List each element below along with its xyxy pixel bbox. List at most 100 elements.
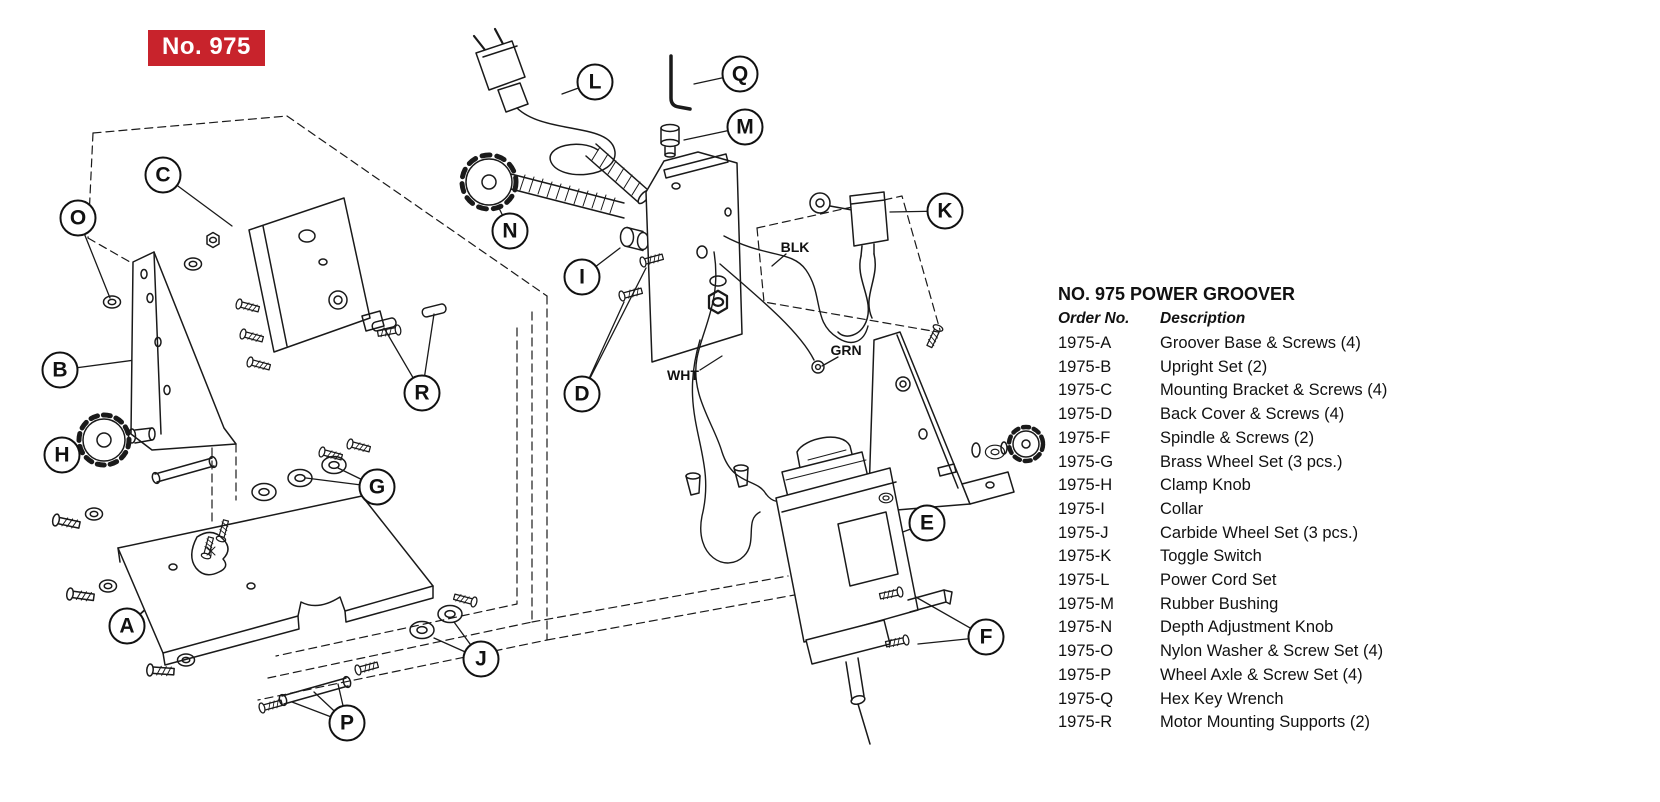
description: Back Cover & Screws (4): [1160, 405, 1345, 424]
clamp-knob: [76, 412, 156, 468]
parts-row: 1975-R Motor Mounting Supports (2): [1058, 711, 1498, 735]
order-no: 1975-P: [1058, 665, 1112, 684]
description: Upright Set (2): [1160, 357, 1268, 376]
description: Rubber Bushing: [1160, 594, 1279, 613]
toggle-switch: [809, 191, 889, 337]
callout-E: E: [908, 504, 946, 542]
wire-label-grn: GRN: [830, 342, 862, 358]
model-number-badge: No. 975: [148, 30, 265, 66]
parts-row: 1975-B Upright Set (2): [1058, 356, 1498, 380]
power-cord: [472, 27, 661, 219]
parts-row: 1975-K Toggle Switch: [1058, 545, 1498, 569]
callout-F: F: [967, 618, 1005, 656]
assembly-guide-lines: [87, 115, 941, 701]
parts-row: 1975-D Back Cover & Screws (4): [1058, 403, 1498, 427]
description: Wheel Axle & Screw Set (4): [1160, 665, 1363, 684]
upright: [130, 251, 237, 451]
parts-row: 1975-M Rubber Bushing: [1058, 593, 1498, 617]
description: Toggle Switch: [1160, 547, 1262, 566]
order-no: 1975-N: [1058, 618, 1113, 637]
wire-label-wht: WHT: [667, 367, 699, 383]
nylon-washers: [102, 295, 122, 309]
description: Spindle & Screws (2): [1160, 428, 1315, 447]
callout-Q: Q: [721, 55, 759, 93]
brass-wheel-set: [251, 437, 372, 502]
order-no: 1975-R: [1058, 713, 1113, 732]
spindle-and-screws: [878, 585, 953, 650]
order-no: 1975-M: [1058, 594, 1114, 613]
right-bracket: [868, 322, 1046, 512]
description: Clamp Knob: [1160, 476, 1251, 495]
description: Hex Key Wrench: [1160, 689, 1284, 708]
callout-M: M: [726, 108, 764, 146]
wheel-axle-set: [151, 455, 380, 715]
callout-G: G: [358, 468, 396, 506]
callout-K: K: [926, 192, 964, 230]
callout-J: J: [462, 640, 500, 678]
depth-adjustment-knob: [459, 152, 625, 219]
rubber-bushing: [660, 123, 680, 158]
order-no: 1975-A: [1058, 334, 1112, 352]
callout-I: I: [563, 258, 601, 296]
parts-row: 1975-F Spindle & Screws (2): [1058, 427, 1498, 451]
order-no: 1975-G: [1058, 452, 1114, 471]
parts-list: NO. 975 POWER GROOVER Order No. Descript…: [1058, 284, 1498, 735]
parts-row: 1975-O Nylon Washer & Screw Set (4): [1058, 640, 1498, 664]
callout-L: L: [576, 63, 614, 101]
wiring: [691, 235, 869, 564]
collar: [619, 226, 650, 252]
description: Motor Mounting Supports (2): [1160, 713, 1371, 732]
wire-label-blk: BLK: [780, 239, 810, 255]
callout-R: R: [403, 374, 441, 412]
groover-base: [117, 495, 434, 666]
mounting-bracket: [183, 197, 403, 373]
parts-row: 1975-J Carbide Wheel Set (3 pcs.): [1058, 522, 1498, 546]
order-no: 1975-Q: [1058, 689, 1114, 708]
description: Groover Base & Screws (4): [1160, 334, 1361, 352]
description: Brass Wheel Set (3 pcs.): [1160, 452, 1343, 471]
parts-row: 1975-Q Hex Key Wrench: [1058, 688, 1498, 712]
parts-list-header: Order No. Description: [1058, 310, 1498, 328]
callout-P: P: [328, 704, 366, 742]
motor-mounting-supports: [371, 303, 447, 332]
description: Depth Adjustment Knob: [1160, 618, 1334, 637]
cone-bushings: [685, 464, 749, 496]
description: Mounting Bracket & Screws (4): [1160, 381, 1388, 400]
parts-row: 1975-H Clamp Knob: [1058, 474, 1498, 498]
callout-N: N: [491, 212, 529, 250]
parts-row: 1975-N Depth Adjustment Knob: [1058, 616, 1498, 640]
order-no: 1975-K: [1058, 547, 1112, 566]
column-header-description: Description: [1160, 310, 1246, 327]
order-no: 1975-J: [1058, 523, 1109, 542]
order-no: 1975-F: [1058, 428, 1111, 447]
description: Power Cord Set: [1160, 571, 1277, 590]
description: Nylon Washer & Screw Set (4): [1160, 642, 1384, 661]
order-no: 1975-B: [1058, 357, 1112, 376]
callout-H: H: [43, 436, 81, 474]
callout-A: A: [108, 607, 146, 645]
order-no: 1975-C: [1058, 381, 1113, 400]
order-no: 1975-D: [1058, 405, 1113, 424]
callout-C: C: [144, 156, 182, 194]
order-no: 1975-O: [1058, 642, 1114, 661]
parts-row: 1975-I Collar: [1058, 498, 1498, 522]
back-cover: [617, 151, 743, 363]
order-no: 1975-H: [1058, 476, 1113, 495]
parts-row: 1975-L Power Cord Set: [1058, 569, 1498, 593]
description: Carbide Wheel Set (3 pcs.): [1160, 523, 1359, 542]
order-no: 1975-L: [1058, 571, 1110, 590]
parts-list-title: NO. 975 POWER GROOVER: [1058, 284, 1296, 304]
parts-row: 1975-G Brass Wheel Set (3 pcs.): [1058, 451, 1498, 475]
parts-row: 1975-C Mounting Bracket & Screws (4): [1058, 379, 1498, 403]
parts-row: 1975-A Groover Base & Screws (4): [1058, 332, 1498, 356]
parts-rows: 1975-A Groover Base & Screws (4) 1975-B Upr…: [1058, 332, 1498, 735]
callout-B: B: [41, 351, 79, 389]
order-no: 1975-I: [1058, 499, 1105, 518]
hex-key-wrench: [669, 54, 692, 111]
description: Collar: [1160, 499, 1204, 518]
callout-D: D: [563, 375, 601, 413]
parts-row: 1975-P Wheel Axle & Screw Set (4): [1058, 664, 1498, 688]
callout-O: O: [59, 199, 97, 237]
